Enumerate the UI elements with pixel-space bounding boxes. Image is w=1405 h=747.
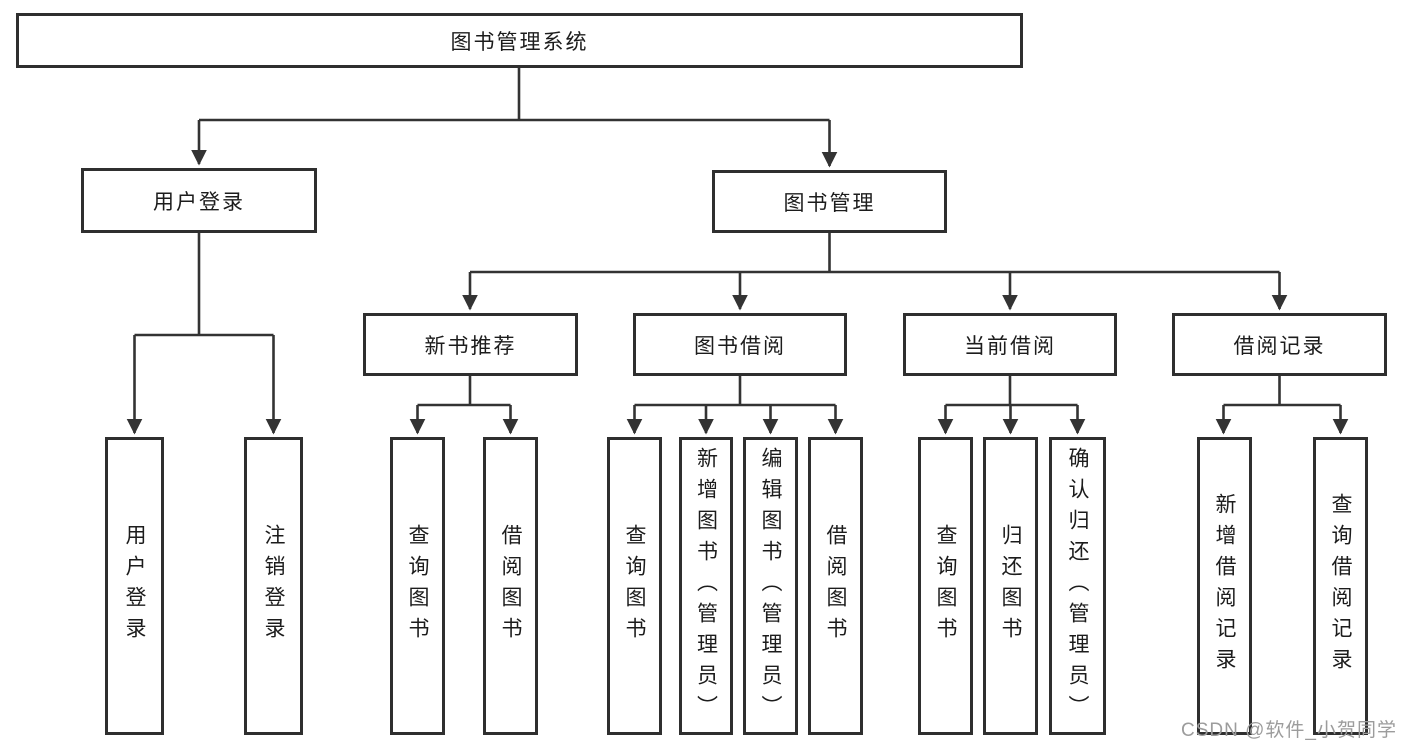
node-current-borrowing-label: 当前借阅 xyxy=(964,334,1056,358)
leaf-cb-query-books-label: 查询图书 xyxy=(934,524,958,648)
leaf-bb-borrow-books-label: 借阅图书 xyxy=(824,524,848,648)
leaf-cb-confirm-return-admin: 确认归还（管理员） xyxy=(1049,437,1106,735)
leaf-cb-return-books-label: 归还图书 xyxy=(999,524,1023,648)
leaf-cb-query-books: 查询图书 xyxy=(918,437,973,735)
leaf-nbr-borrow-books-label: 借阅图书 xyxy=(499,524,523,648)
node-user-login-label: 用户登录 xyxy=(153,190,245,214)
leaf-br-query-borrow-record-label: 查询借阅记录 xyxy=(1329,493,1353,679)
leaf-bb-borrow-books: 借阅图书 xyxy=(808,437,863,735)
node-new-book-recommendation: 新书推荐 xyxy=(363,313,578,376)
leaf-user-login: 用户登录 xyxy=(105,437,164,735)
node-book-management: 图书管理 xyxy=(712,170,947,233)
leaf-bb-add-books-admin: 新增图书（管理员） xyxy=(679,437,733,735)
node-borrowing-records-label: 借阅记录 xyxy=(1233,334,1326,358)
leaf-logout-login: 注销登录 xyxy=(244,437,303,735)
leaf-br-add-borrow-record: 新增借阅记录 xyxy=(1197,437,1252,735)
leaf-bb-add-books-admin-label: 新增图书（管理员） xyxy=(694,446,718,726)
node-root-label: 图书管理系统 xyxy=(450,30,589,54)
leaf-nbr-query-books: 查询图书 xyxy=(390,437,445,735)
node-current-borrowing: 当前借阅 xyxy=(903,313,1117,376)
leaf-br-add-borrow-record-label: 新增借阅记录 xyxy=(1213,493,1237,679)
csdn-watermark: CSDN @软件_小贺同学 xyxy=(1181,720,1397,741)
node-book-management-label: 图书管理 xyxy=(783,191,876,215)
leaf-bb-query-books-label: 查询图书 xyxy=(623,524,647,648)
leaf-br-query-borrow-record: 查询借阅记录 xyxy=(1313,437,1368,735)
leaf-bb-edit-books-admin: 编辑图书（管理员） xyxy=(743,437,798,735)
node-book-borrowing-label: 图书借阅 xyxy=(694,334,786,358)
leaf-bb-edit-books-admin-label: 编辑图书（管理员） xyxy=(759,446,783,726)
leaf-user-login-label: 用户登录 xyxy=(123,524,147,648)
leaf-bb-query-books: 查询图书 xyxy=(607,437,662,735)
node-new-book-recommendation-label: 新书推荐 xyxy=(424,334,517,358)
leaf-nbr-borrow-books: 借阅图书 xyxy=(483,437,538,735)
node-root: 图书管理系统 xyxy=(16,13,1023,68)
leaf-nbr-query-books-label: 查询图书 xyxy=(406,524,430,648)
node-user-login: 用户登录 xyxy=(81,168,317,233)
leaf-cb-confirm-return-admin-label: 确认归还（管理员） xyxy=(1066,446,1090,726)
node-book-borrowing: 图书借阅 xyxy=(633,313,847,376)
leaf-logout-login-label: 注销登录 xyxy=(262,524,286,648)
node-borrowing-records: 借阅记录 xyxy=(1172,313,1387,376)
leaf-cb-return-books: 归还图书 xyxy=(983,437,1038,735)
